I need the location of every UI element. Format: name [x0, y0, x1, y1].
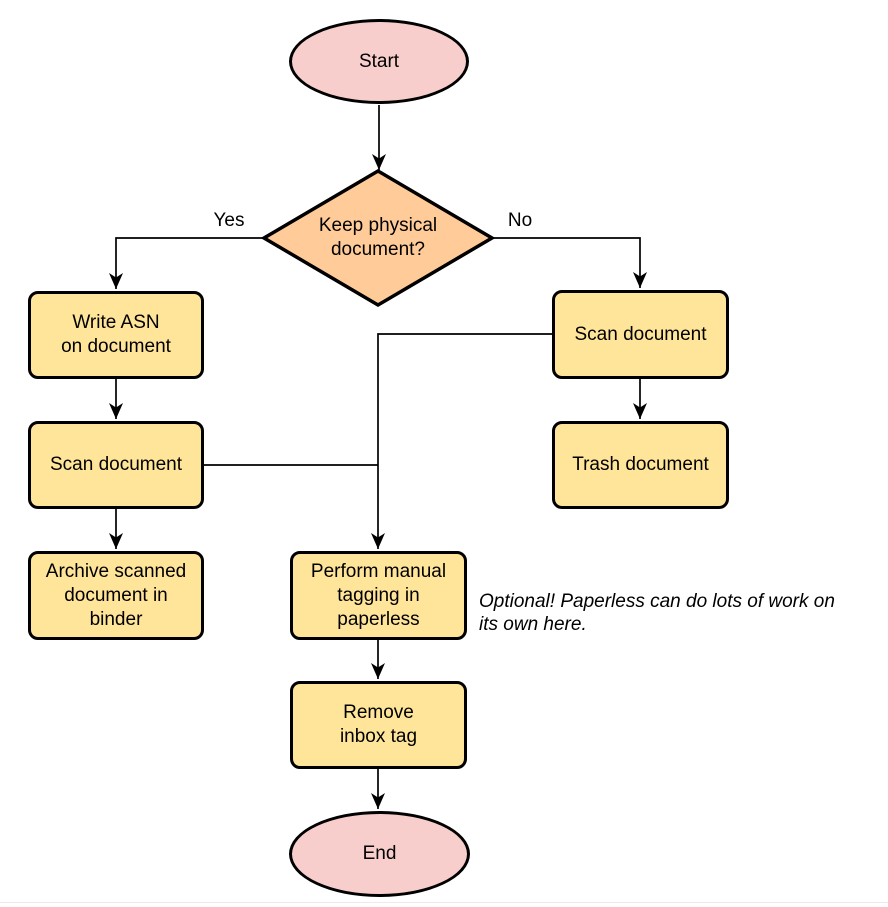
- edge-label-no: No: [507, 210, 533, 231]
- node-scan-document-left: Scan document: [28, 421, 204, 509]
- node-start: Start: [289, 19, 469, 104]
- node-write-asn-label: Write ASN on document: [61, 312, 171, 357]
- node-remove-inbox-tag-label: Remove inbox tag: [339, 702, 418, 747]
- node-scan-document-right: Scan document: [552, 290, 729, 379]
- node-scan-document-left-label: Scan document: [49, 454, 183, 475]
- node-decision-label: Keep physical document?: [318, 215, 438, 260]
- edge-decision-yes-to-write-asn: [109, 237, 264, 289]
- node-trash-document: Trash document: [552, 421, 729, 509]
- edge-label-yes: Yes: [213, 210, 245, 231]
- node-manual-tagging: Perform manual tagging in paperless: [290, 551, 467, 640]
- annotation-optional-note: Optional! Paperless can do lots of work …: [479, 591, 835, 635]
- node-trash-document-label: Trash document: [572, 454, 709, 475]
- node-start-label: Start: [358, 50, 400, 72]
- window-bottom-edge: [0, 902, 888, 903]
- decision-diamond-shape: [260, 168, 496, 308]
- node-end: End: [289, 811, 470, 897]
- edge-decision-no-to-scan-right: [492, 237, 647, 288]
- node-end-label: End: [362, 843, 397, 864]
- node-write-asn: Write ASN on document: [28, 291, 204, 379]
- node-archive-binder-label: Archive scanned document in binder: [45, 560, 187, 630]
- node-archive-binder: Archive scanned document in binder: [28, 551, 204, 640]
- edge-scan-right-to-tagging: [371, 333, 552, 549]
- node-scan-document-right-label: Scan document: [574, 323, 707, 345]
- node-remove-inbox-tag: Remove inbox tag: [290, 681, 467, 769]
- node-manual-tagging-label: Perform manual tagging in paperless: [310, 560, 447, 630]
